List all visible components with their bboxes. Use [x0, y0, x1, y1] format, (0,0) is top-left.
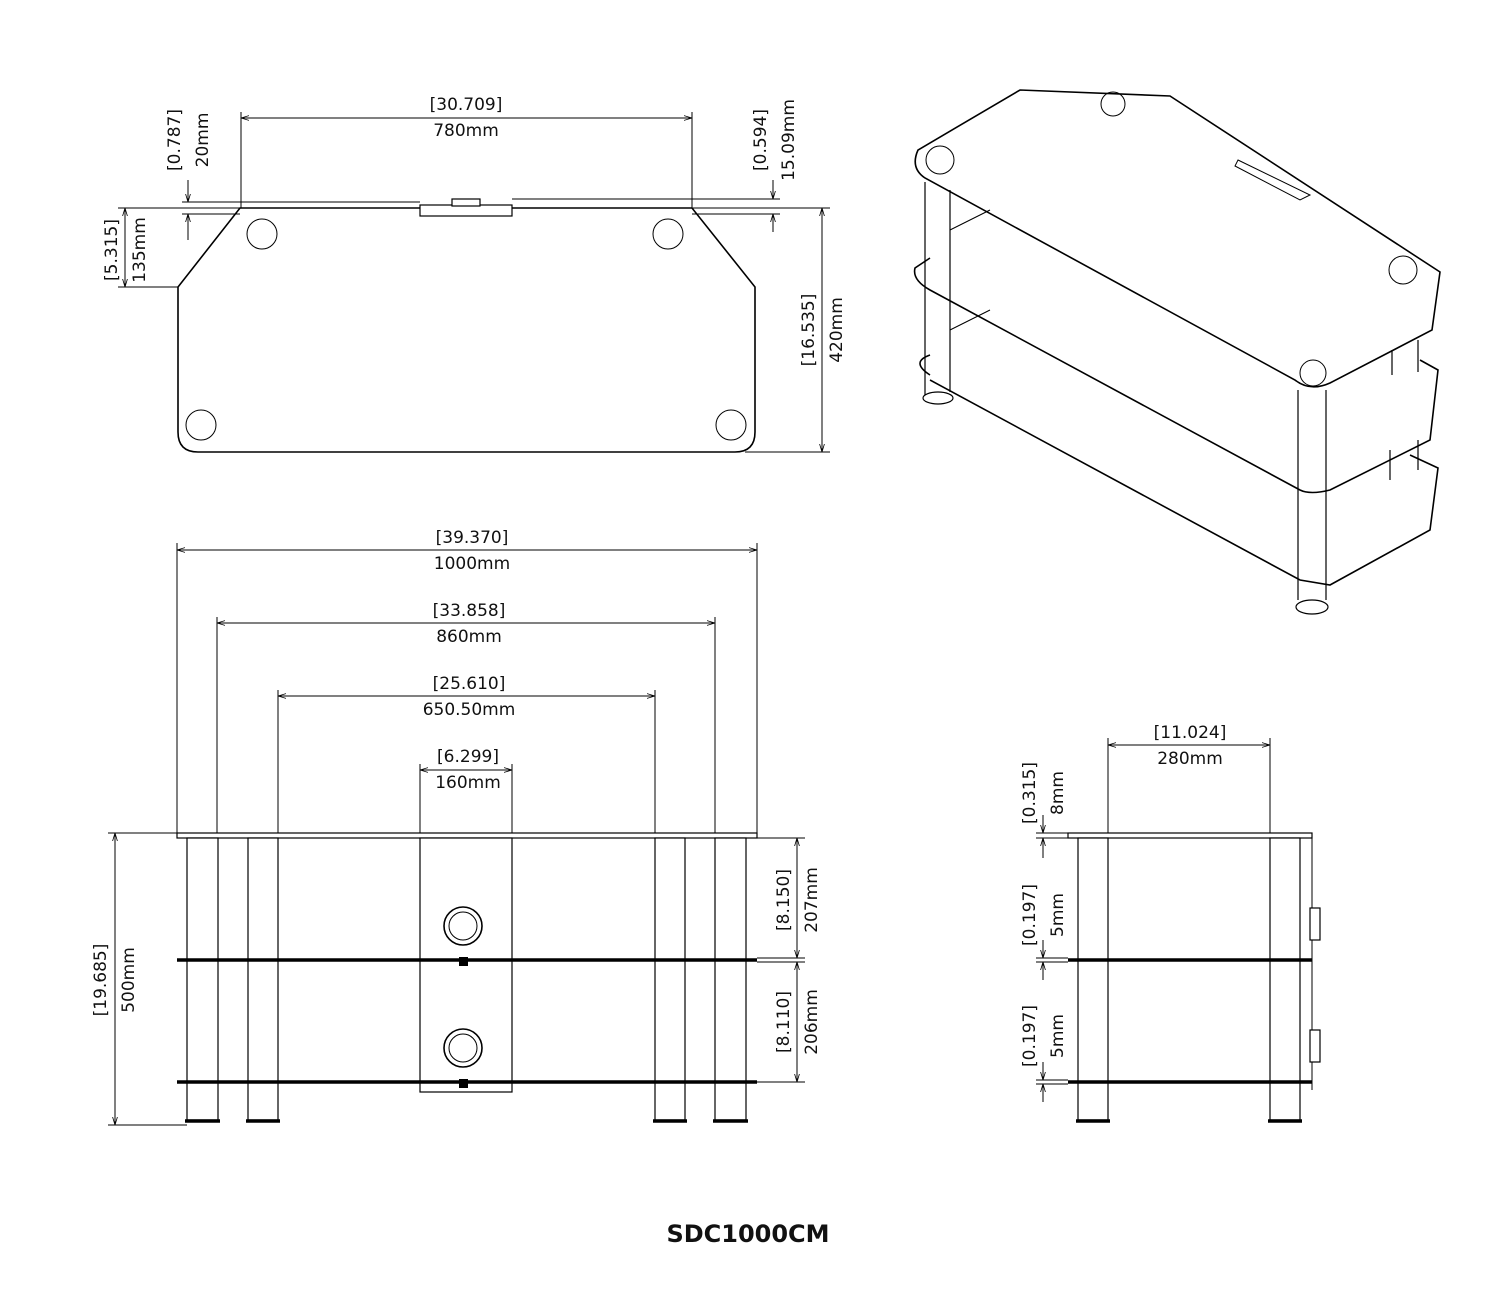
dim-inch: [0.315]	[1020, 762, 1040, 824]
dim-inch: [8.110]	[774, 991, 794, 1053]
dim-mm: 15.09mm	[779, 99, 799, 181]
dim-mm: 20mm	[193, 113, 213, 168]
dim-mm: 280mm	[1157, 749, 1223, 769]
top-shelf-outline	[177, 207, 756, 453]
dim-inch: [30.709]	[430, 95, 503, 115]
dim-mm: 500mm	[119, 947, 139, 1013]
top-shelf	[1067, 832, 1313, 839]
top-shelf	[176, 832, 758, 839]
dim-inch: [11.024]	[1154, 723, 1227, 743]
dim-inch: [0.197]	[1020, 884, 1040, 946]
dim-mm: 206mm	[802, 989, 822, 1055]
dim-inch: [16.535]	[799, 294, 819, 367]
top-view: [30.709] 780mm [0.787] 20mm [0.594] 15.0…	[102, 95, 847, 453]
dim-mm: 860mm	[436, 627, 502, 647]
dim-inch: [0.594]	[751, 109, 771, 171]
dim-mm: 5mm	[1048, 1014, 1068, 1058]
dim-inch: [33.858]	[433, 601, 506, 621]
dim-mm: 420mm	[827, 297, 847, 363]
dim-mm: 160mm	[435, 773, 501, 793]
dim-mm: 1000mm	[434, 554, 510, 574]
leg-hole	[652, 218, 684, 250]
dim-inch: [19.685]	[91, 944, 111, 1017]
leg-hole	[715, 409, 747, 441]
dim-inch: [5.315]	[102, 219, 122, 281]
dim-inch: [25.610]	[433, 674, 506, 694]
leg-hole	[185, 409, 217, 441]
leg-hole	[246, 218, 278, 250]
dim-mm: 780mm	[433, 121, 499, 141]
legs	[185, 837, 748, 1123]
isometric-view	[913, 89, 1441, 615]
top-shelf-outline	[914, 89, 1441, 388]
dim-mm: 135mm	[130, 217, 150, 283]
dim-inch: [0.197]	[1020, 1005, 1040, 1067]
cable-handle-clip	[451, 198, 481, 207]
dim-mm: 5mm	[1048, 893, 1068, 937]
dim-inch: [39.370]	[436, 528, 509, 548]
dim-mm: 650.50mm	[423, 700, 516, 720]
dim-inch: [8.150]	[774, 869, 794, 931]
side-view: [11.024] 280mm [0.315] 8mm [0.197] 5mm […	[1020, 723, 1321, 1123]
dim-inch: [0.787]	[165, 109, 185, 171]
model-title: SDC1000CM	[666, 1220, 829, 1248]
cable-handle	[419, 204, 513, 217]
dim-inch: [6.299]	[437, 747, 499, 767]
dim-mm: 207mm	[802, 867, 822, 933]
front-view: [39.370] 1000mm [33.858] 860mm [25.610] …	[91, 528, 822, 1126]
dim-mm: 8mm	[1048, 771, 1068, 815]
